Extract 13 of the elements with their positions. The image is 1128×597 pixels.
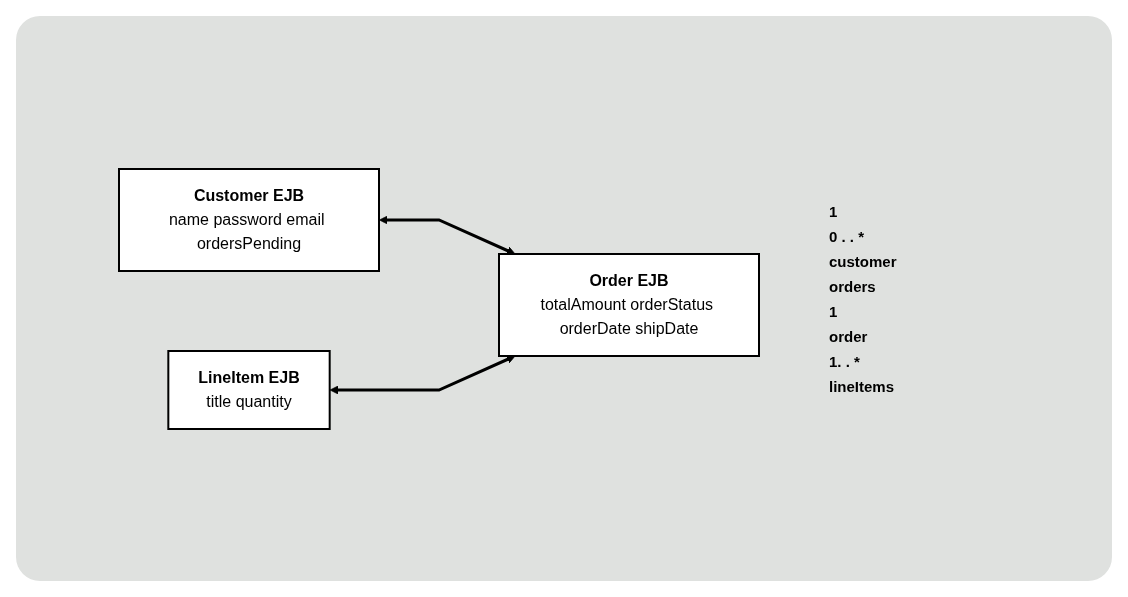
multiplicity-label: 0 . . *: [829, 227, 866, 245]
node-box: Customer EJB name password email ordersPending: [118, 167, 380, 272]
node-box: Order EJB totalAmount orderStatus orderDate shipDate: [498, 252, 760, 357]
arrow: [379, 215, 516, 255]
multiplicity-label: 1. . *: [829, 352, 861, 370]
multiplicity-label: customer: [829, 252, 898, 270]
arrow: [329, 354, 516, 394]
multiplicity-label: order: [829, 327, 869, 345]
multiplicity-label: lineItems: [829, 377, 896, 395]
node-box: LineItem EJB title quantity: [167, 349, 331, 430]
multiplicity-label: 1: [829, 202, 839, 220]
multiplicity-label: 1: [829, 302, 839, 320]
multiplicity-label: orders: [829, 277, 877, 295]
